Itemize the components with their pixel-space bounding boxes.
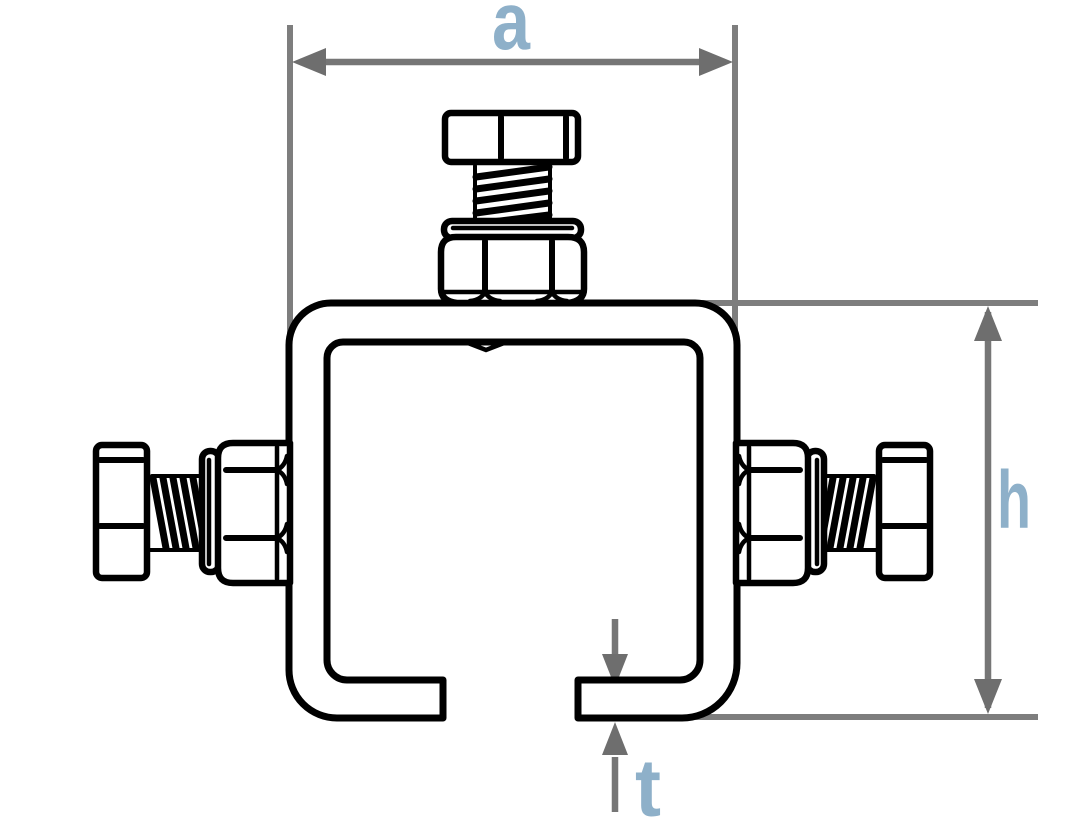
width-label: a — [492, 0, 531, 67]
dimension-thickness-t: t — [602, 619, 661, 827]
a-arrowhead-left-icon — [292, 48, 326, 76]
h-arrowhead-bottom-icon — [974, 679, 1002, 714]
a-arrowhead-right-icon — [699, 48, 733, 76]
t-arrowhead-up-icon — [602, 722, 628, 755]
left-bolt-nut-facets — [223, 467, 279, 541]
dimension-height-h: h — [678, 300, 1038, 720]
top-bolt-nut-chamfer — [441, 289, 584, 304]
top-bolt-nut — [437, 233, 588, 307]
left-bolt-head — [92, 441, 151, 582]
left-bolt-nut-chamfer — [274, 444, 290, 582]
thickness-label: t — [635, 743, 661, 827]
left-bolt-nut — [214, 439, 294, 587]
left-clamping-bolt — [92, 439, 294, 587]
top-bolt-head-facets — [498, 114, 569, 161]
bracket-seam-notch — [465, 340, 507, 353]
t-arrowhead-down-icon — [602, 654, 628, 687]
left-bolt-thread — [148, 474, 209, 552]
top-bolt-head — [441, 109, 582, 166]
height-label: h — [997, 455, 1031, 546]
top-clamping-bolt — [437, 109, 588, 307]
top-bolt-nut-facets — [482, 238, 555, 295]
left-bolt-head-facets — [97, 457, 146, 529]
top-bolt-thread — [472, 162, 553, 228]
c-channel-bracket — [285, 299, 741, 722]
bracket-profile-outline — [285, 299, 741, 722]
right-clamping-bolt — [736, 443, 930, 583]
h-arrowhead-top-icon — [974, 306, 1002, 341]
